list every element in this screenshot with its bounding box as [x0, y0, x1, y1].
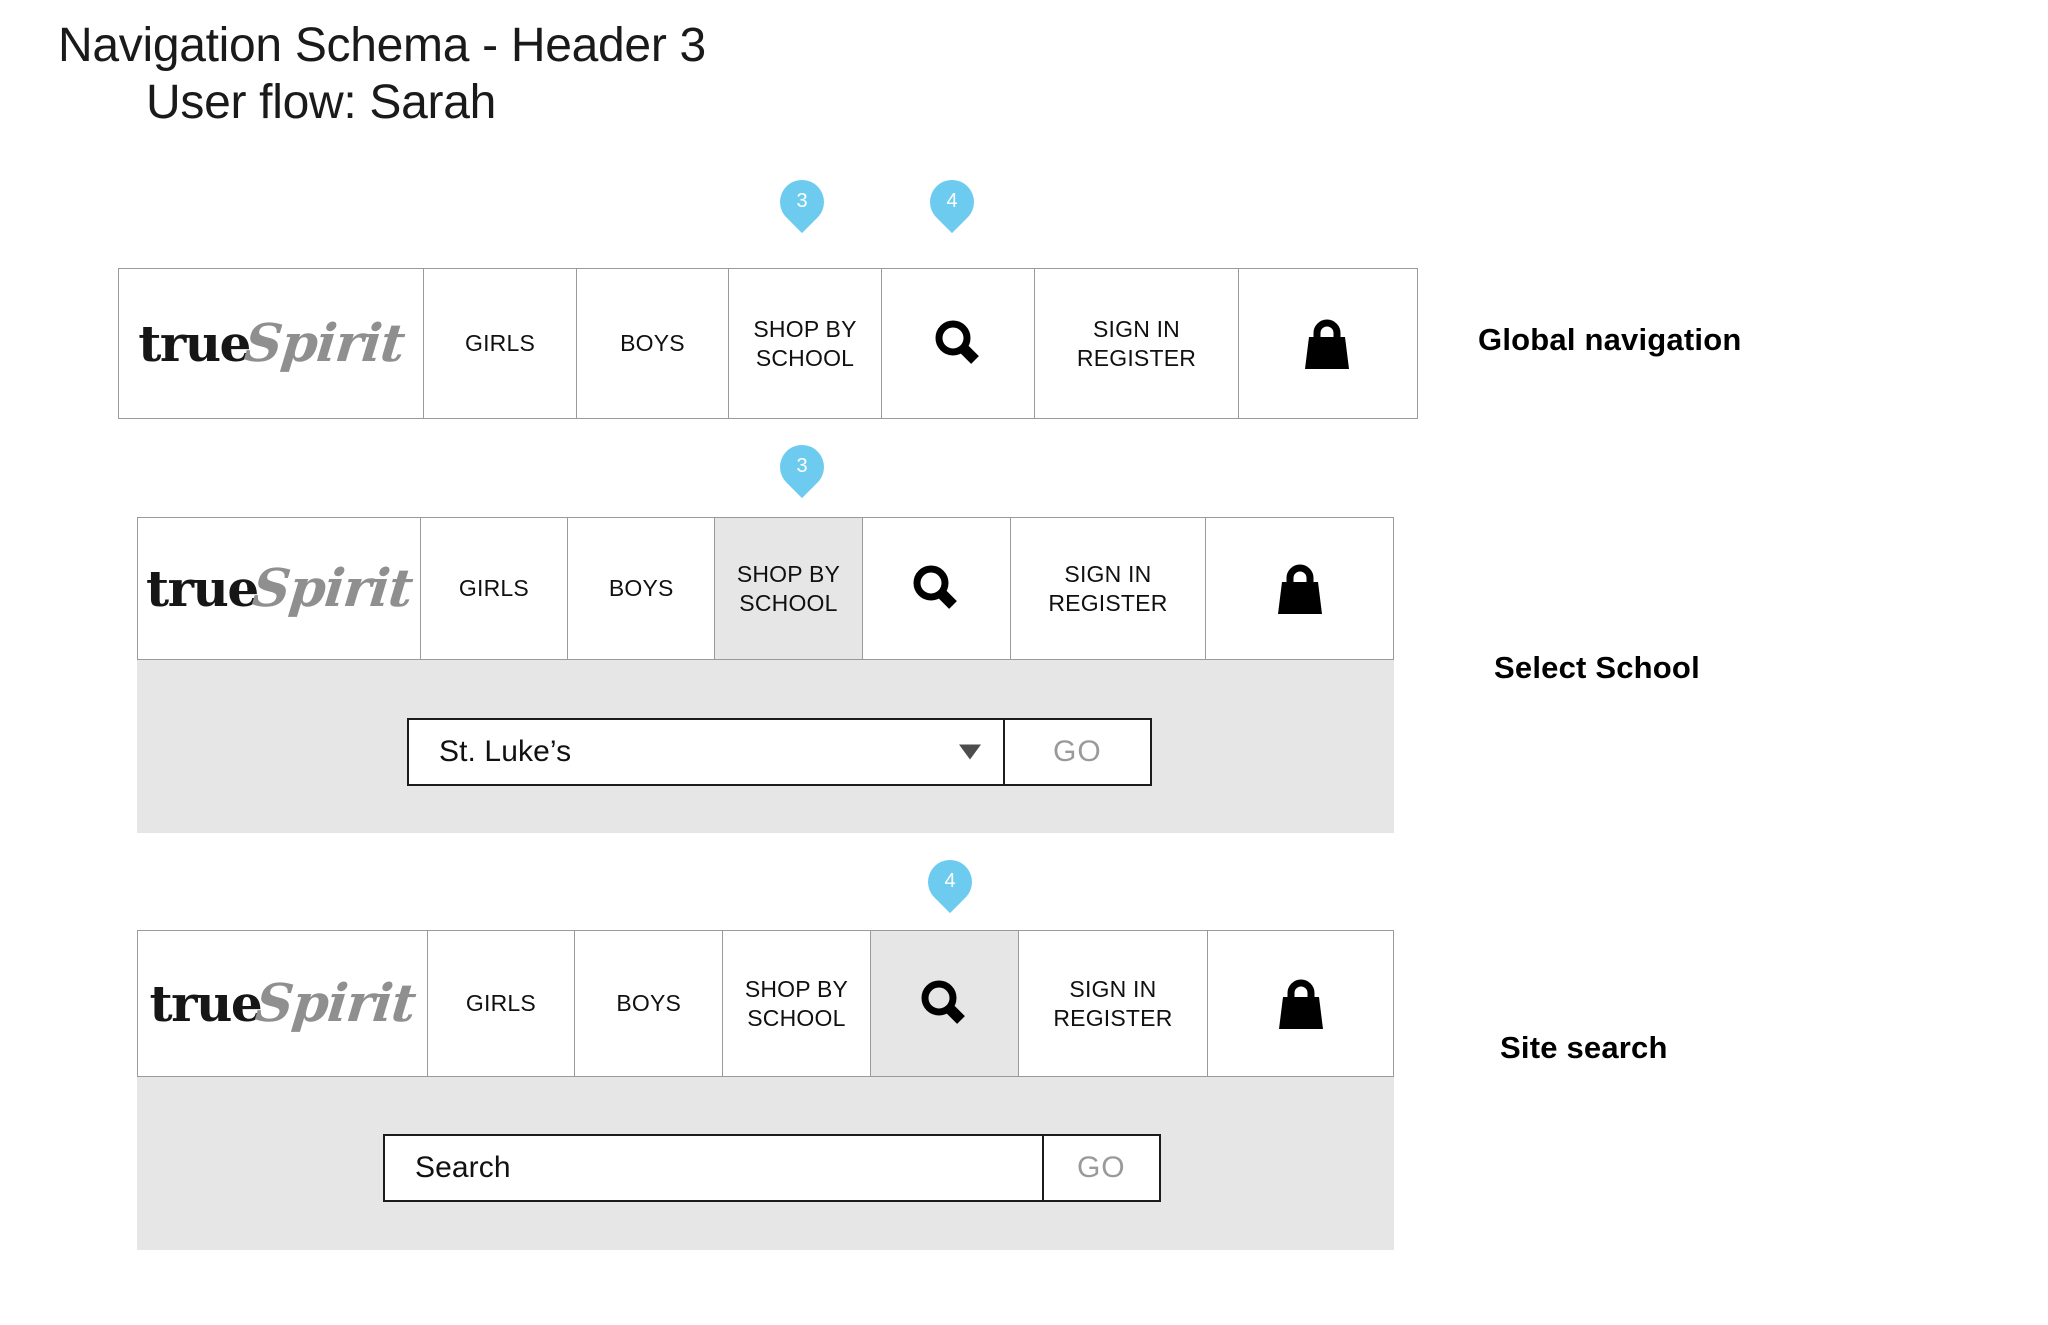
nav-item-girls[interactable]: GIRLS — [424, 269, 577, 418]
nav-item-cart[interactable] — [1239, 269, 1415, 418]
logo-true-text: true — [149, 974, 263, 1033]
shopping-bag-icon — [1273, 975, 1329, 1033]
shop-by-school-line1: SHOP BY — [744, 976, 849, 1003]
nav-item-boys[interactable]: BOYS — [577, 269, 729, 418]
site-search-input[interactable]: Search — [385, 1136, 1042, 1200]
shopping-bag-icon — [1299, 315, 1355, 373]
search-icon — [914, 974, 974, 1034]
sign-in-line1: SIGN IN — [1092, 316, 1180, 343]
shop-by-school-line2: SCHOOL — [739, 589, 838, 616]
sign-in-line2: REGISTER — [1053, 1004, 1173, 1031]
section-label-global-navigation: Global navigation — [1478, 322, 1742, 357]
page-title: Navigation Schema - Header 3 — [58, 19, 706, 72]
site-search-field-group: Search GO — [383, 1134, 1161, 1202]
nav-item-boys-label: BOYS — [616, 990, 682, 1017]
nav-item-shop-by-school-label: SHOP BY SCHOOL — [745, 975, 848, 1031]
sign-in-line1: SIGN IN — [1069, 976, 1157, 1003]
search-icon — [928, 314, 988, 374]
nav-item-girls-label: GIRLS — [464, 330, 536, 357]
logo-spirit-text: Spirit — [249, 558, 415, 619]
school-select-go-button[interactable]: GO — [1002, 720, 1150, 784]
school-select-field-group: St. Luke’s GO — [407, 718, 1152, 786]
school-select-value: St. Luke’s — [439, 735, 572, 768]
nav-item-sign-in-register-label: SIGN IN REGISTER — [1053, 975, 1172, 1031]
pin-number: 3 — [796, 189, 808, 212]
callout-pin-4-global-nav: 4 — [920, 170, 984, 242]
logo-true-text: true — [138, 314, 251, 373]
logo-spirit-text: Spirit — [241, 313, 407, 374]
sign-in-line2: REGISTER — [1076, 344, 1197, 371]
nav-item-search[interactable] — [870, 931, 1019, 1076]
nav-item-shop-by-school[interactable]: SHOP BY SCHOOL — [723, 931, 871, 1076]
shop-by-school-line2: SCHOOL — [755, 344, 855, 371]
pin-number: 4 — [944, 869, 956, 892]
shop-by-school-line2: SCHOOL — [747, 1004, 846, 1031]
section-label-select-school: Select School — [1494, 650, 1700, 685]
callout-pin-3-global-nav: 3 — [770, 170, 834, 242]
nav-item-girls-label: GIRLS — [465, 990, 536, 1017]
nav-item-sign-in-register-label: SIGN IN REGISTER — [1048, 560, 1167, 616]
nav-item-search[interactable] — [882, 269, 1035, 418]
chevron-down-icon — [958, 744, 981, 760]
nav-item-cart[interactable] — [1206, 518, 1393, 659]
pin-number: 4 — [946, 189, 958, 212]
nav-item-boys-label: BOYS — [620, 330, 685, 357]
nav-item-shop-by-school[interactable]: SHOP BY SCHOOL — [729, 269, 882, 418]
school-select-dropdown[interactable]: St. Luke’s — [409, 720, 1003, 784]
school-select-go-label: GO — [1053, 735, 1102, 768]
nav-item-cart[interactable] — [1208, 931, 1393, 1076]
nav-item-sign-in-register-label: SIGN IN REGISTER — [1077, 315, 1196, 371]
site-search-go-label: GO — [1076, 1151, 1126, 1184]
nav-item-girls-label: GIRLS — [458, 575, 529, 602]
search-icon — [906, 559, 966, 619]
nav-item-girls[interactable]: GIRLS — [420, 518, 569, 659]
pin-number: 3 — [796, 454, 808, 477]
shop-by-school-line1: SHOP BY — [753, 316, 857, 343]
nav-item-sign-in-register[interactable]: SIGN IN REGISTER — [1035, 269, 1239, 418]
sign-in-line2: REGISTER — [1048, 589, 1168, 616]
shopping-bag-icon — [1272, 560, 1328, 618]
logo-spirit-text: Spirit — [252, 973, 419, 1034]
shop-by-school-line1: SHOP BY — [736, 561, 841, 588]
nav-item-boys[interactable]: BOYS — [575, 931, 724, 1076]
nav-item-boys[interactable]: BOYS — [568, 518, 716, 659]
title-block: Navigation Schema - Header 3 User flow: … — [58, 18, 706, 131]
logo-true-text: true — [146, 559, 259, 618]
nav-item-shop-by-school[interactable]: SHOP BY SCHOOL — [715, 518, 863, 659]
nav-item-sign-in-register[interactable]: SIGN IN REGISTER — [1018, 931, 1209, 1076]
nav-item-boys-label: BOYS — [608, 575, 674, 602]
callout-pin-3-select-school: 3 — [770, 435, 834, 507]
nav-item-search[interactable] — [862, 518, 1011, 659]
callout-pin-4-site-search: 4 — [918, 850, 982, 922]
nav-item-sign-in-register[interactable]: SIGN IN REGISTER — [1010, 518, 1207, 659]
site-search-value: Search — [415, 1151, 511, 1184]
page-subtitle: User flow: Sarah — [146, 75, 496, 129]
nav-item-girls[interactable]: GIRLS — [427, 931, 576, 1076]
nav-item-shop-by-school-label: SHOP BY SCHOOL — [753, 315, 856, 371]
nav-item-shop-by-school-label: SHOP BY SCHOOL — [737, 560, 840, 616]
sign-in-line1: SIGN IN — [1064, 561, 1152, 588]
site-search-go-button[interactable]: GO — [1041, 1136, 1159, 1200]
section-label-site-search: Site search — [1500, 1030, 1668, 1065]
